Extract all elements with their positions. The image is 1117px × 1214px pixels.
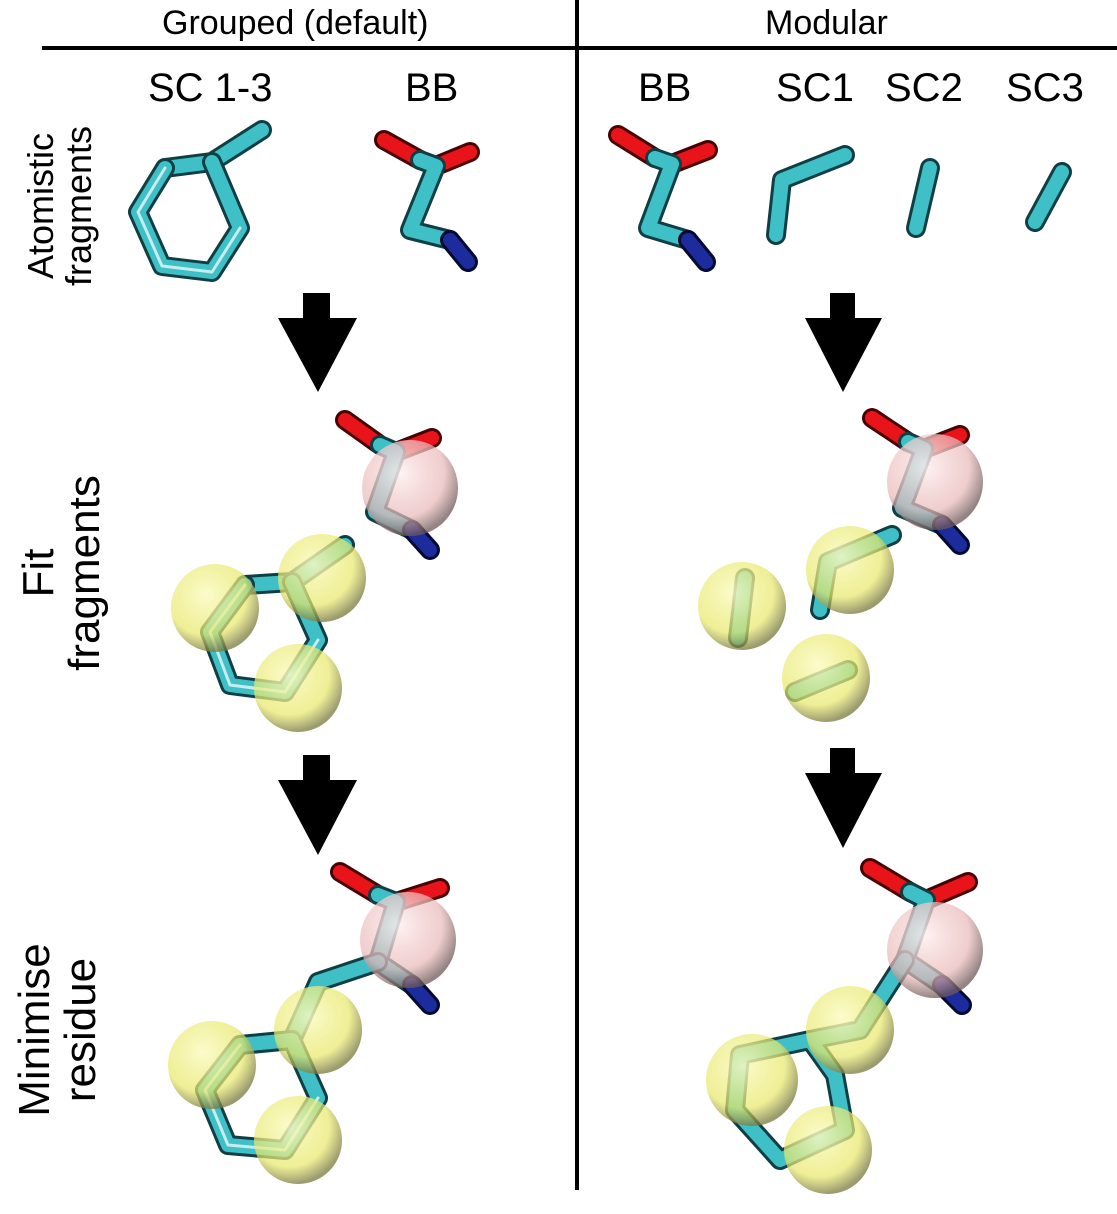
label-modular-sc3: SC3 (1006, 66, 1084, 110)
bead-sc1-fit-modular (806, 526, 894, 614)
row-label-minimise-line1: Minimise (9, 943, 59, 1117)
row-label-minimise: Minimise residue (9, 943, 105, 1117)
row-label-fit-line2: fragments (60, 475, 109, 671)
bead-sc3-minimised-grouped (254, 1096, 342, 1184)
label-grouped-sc: SC 1-3 (148, 66, 273, 110)
molecule-sc2-atomistic (906, 158, 940, 238)
column-header-grouped: Grouped (default) (162, 4, 429, 42)
molecule-bb-atomistic-modular (608, 125, 718, 272)
bead-sc2-fit-modular (698, 562, 786, 650)
molecule-sc1-atomistic (766, 145, 855, 245)
arrow-down-modular-2 (805, 748, 882, 848)
bead-bb-minimised-grouped (360, 892, 456, 988)
label-modular-sc2: SC2 (885, 66, 963, 110)
arrow-down-grouped-2 (278, 755, 357, 855)
bead-sc3-fit-modular (782, 634, 870, 722)
bead-sc1-minimised-modular (806, 986, 894, 1074)
bead-sc2-fit (171, 564, 259, 652)
column-header-modular: Modular (765, 4, 888, 42)
bead-sc2-minimised-modular (706, 1034, 798, 1126)
bead-sc1-minimised-grouped (274, 986, 362, 1074)
bead-sc1-fit (278, 534, 366, 622)
bead-bb-fit-modular (887, 434, 983, 530)
arrow-down-grouped-1 (278, 293, 357, 392)
row-label-atomistic-line2: fragments (58, 125, 99, 287)
row-label-fit-line1: Fit (13, 548, 63, 598)
bead-sc3-minimised-modular (784, 1106, 872, 1194)
molecule-bb-atomistic (374, 130, 480, 272)
row-label-minimise-line2: residue (56, 957, 105, 1103)
label-modular-sc1: SC1 (776, 66, 854, 110)
label-grouped-bb: BB (405, 66, 459, 110)
label-modular-bb: BB (638, 66, 692, 110)
bead-sc3-fit (254, 644, 342, 732)
bead-bb-fit (362, 440, 458, 536)
arrow-down-modular-1 (805, 293, 882, 392)
molecule-sc3-atomistic (1025, 162, 1072, 232)
bead-bb-minimised-modular (887, 902, 983, 998)
row-label-fit: Fit fragments (13, 475, 109, 671)
bead-sc2-minimised-grouped (168, 1021, 256, 1109)
row-label-atomistic-line1: Atomistic (20, 132, 62, 280)
molecule-sc-ring-atomistic (128, 120, 272, 282)
row-label-atomistic: Atomistic fragments (20, 125, 99, 287)
